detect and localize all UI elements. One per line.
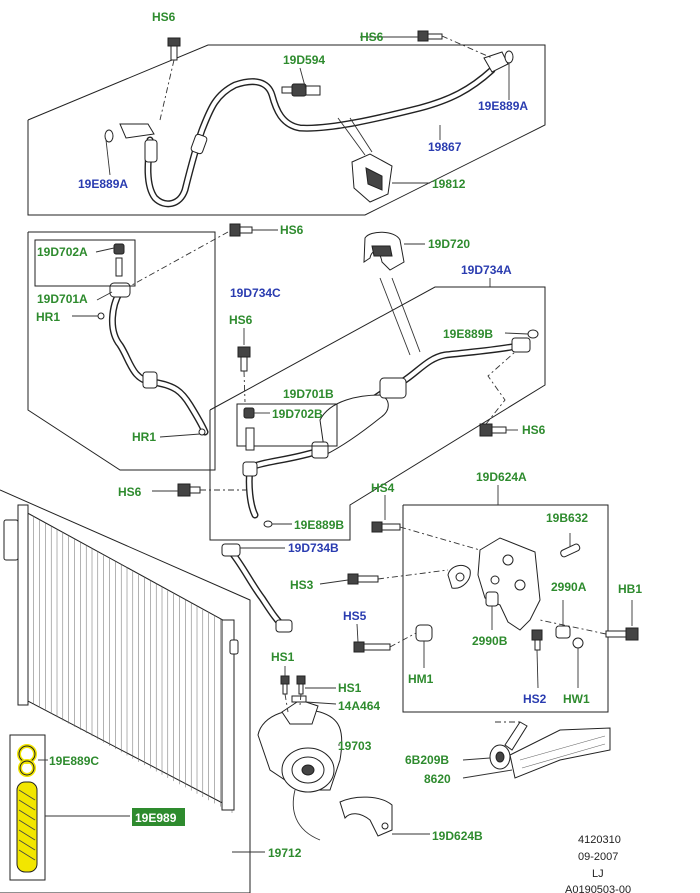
label-hs2: HS2 — [523, 692, 547, 706]
clamp-19d720 — [363, 231, 405, 271]
label-19867: 19867 — [428, 140, 462, 154]
label-hs6-small: HS6 — [229, 313, 253, 327]
o-ring-19e889a-right — [504, 50, 514, 64]
bolt-hs3 — [347, 573, 379, 585]
group-box-19d624a — [402, 504, 609, 713]
bolt-hs4 — [371, 521, 401, 533]
bolt-hs6-left — [177, 483, 201, 497]
label-8620: 8620 — [424, 772, 451, 786]
bracket-19d624a — [447, 537, 541, 631]
label-19d624a: 19D624A — [476, 470, 527, 484]
label-19e889b-top: 19E889B — [443, 327, 493, 341]
footer-code: 4120310 — [578, 834, 621, 846]
highlight-box-19e989 — [132, 808, 185, 826]
label-hs6-top: HS6 — [152, 10, 176, 24]
footer-date: 09-2007 — [578, 851, 618, 863]
bushing-2990a — [555, 625, 571, 639]
label-hb1: HB1 — [618, 582, 642, 596]
label-19d734b: 19D734B — [288, 541, 339, 555]
bracket-19d624b — [339, 796, 393, 837]
bolt-hs2 — [531, 629, 543, 651]
bolt-hs1-right — [296, 675, 306, 695]
group-box-19712 — [0, 489, 251, 893]
label-hw1: HW1 — [563, 692, 590, 706]
desiccant-bag — [16, 781, 38, 873]
bolt-hs6-mid — [229, 223, 253, 237]
label-19d734c: 19D734C — [230, 286, 281, 300]
pressure-sensor-19d594 — [281, 83, 321, 97]
bolt-hs6-top-right — [417, 30, 443, 42]
o-ring-hr1-bottom — [198, 428, 206, 436]
label-19d594: 19D594 — [283, 53, 325, 67]
bolt-hb1 — [605, 627, 639, 641]
label-hs1-right: HS1 — [338, 681, 362, 695]
condenser-19712 — [3, 504, 239, 813]
label-14a464: 14A464 — [338, 699, 380, 713]
pipe-19867 — [119, 51, 509, 208]
label-2990b: 2990B — [472, 634, 508, 648]
label-19712: 19712 — [268, 846, 302, 860]
compressor-19703 — [257, 699, 343, 841]
label-19e889c: 19E889C — [49, 754, 99, 768]
o-ring-19e889b-top — [527, 329, 539, 339]
label-19d734a: 19D734A — [461, 263, 512, 277]
label-19e889b-bottom: 19E889B — [294, 518, 344, 532]
label-19e889a-left: 19E889A — [78, 177, 128, 191]
o-ring-hr1-top — [97, 312, 105, 320]
bolt-hs6-small — [237, 346, 251, 372]
label-19d702a: 19D702A — [37, 245, 88, 259]
bolt-hs6-top — [167, 37, 181, 61]
label-hs6-right: HS6 — [522, 423, 546, 437]
group-box-19867 — [27, 44, 546, 216]
pipe-19d734b — [221, 543, 293, 633]
o-ring-19e889b-bottom — [263, 520, 273, 528]
label-19703: 19703 — [338, 739, 372, 753]
label-hs6-top-right: HS6 — [360, 30, 384, 44]
label-2990a: 2990A — [551, 580, 587, 594]
label-hs3: HS3 — [290, 578, 314, 592]
receiver-drier-kit — [9, 734, 46, 881]
group-box-19d734a — [209, 286, 546, 541]
clip-19812 — [351, 153, 393, 203]
label-hs5: HS5 — [343, 609, 367, 623]
bolt-hs1-left — [280, 675, 290, 695]
pipe-19d734c — [109, 282, 209, 436]
idler-pulley-6b209b — [489, 721, 528, 770]
group-box-19d734c — [27, 231, 216, 471]
label-hr1-top: HR1 — [36, 310, 60, 324]
footer-ref: A0190503-00 — [565, 884, 631, 893]
label-hm1: HM1 — [408, 672, 434, 686]
footer-initials: LJ — [592, 868, 604, 880]
group-box-19d702a — [34, 239, 136, 287]
label-hs1-left: HS1 — [271, 650, 295, 664]
valve-19d702b — [243, 407, 255, 451]
label-19e989: 19E989 — [135, 811, 177, 825]
label-19d702b: 19D702B — [272, 407, 323, 421]
label-hs6-mid: HS6 — [280, 223, 304, 237]
stud-14a464 — [291, 695, 307, 703]
label-19d720: 19D720 — [428, 237, 470, 251]
label-19d701b: 19D701B — [283, 387, 334, 401]
washer-hw1 — [572, 637, 584, 649]
label-hs4: HS4 — [371, 481, 395, 495]
label-19b632: 19B632 — [546, 511, 588, 525]
label-19812: 19812 — [432, 177, 466, 191]
label-6b209b: 6B209B — [405, 753, 449, 767]
valve-19d702a — [113, 243, 125, 277]
label-hr1-bottom: HR1 — [132, 430, 156, 444]
bushing-2990b — [485, 591, 499, 607]
drive-belt-8620 — [509, 727, 611, 779]
spacer-hm1 — [415, 624, 433, 642]
label-19d701a: 19D701A — [37, 292, 88, 306]
o-ring-19e889a-left — [104, 129, 114, 143]
bolt-hs5 — [353, 641, 391, 653]
label-19d624b: 19D624B — [432, 829, 483, 843]
label-19e889a-right: 19E889A — [478, 99, 528, 113]
group-box-19d702b — [236, 403, 338, 447]
bolt-hs6-right — [479, 423, 507, 437]
label-hs6-left: HS6 — [118, 485, 142, 499]
bolt-19b632 — [560, 543, 581, 558]
